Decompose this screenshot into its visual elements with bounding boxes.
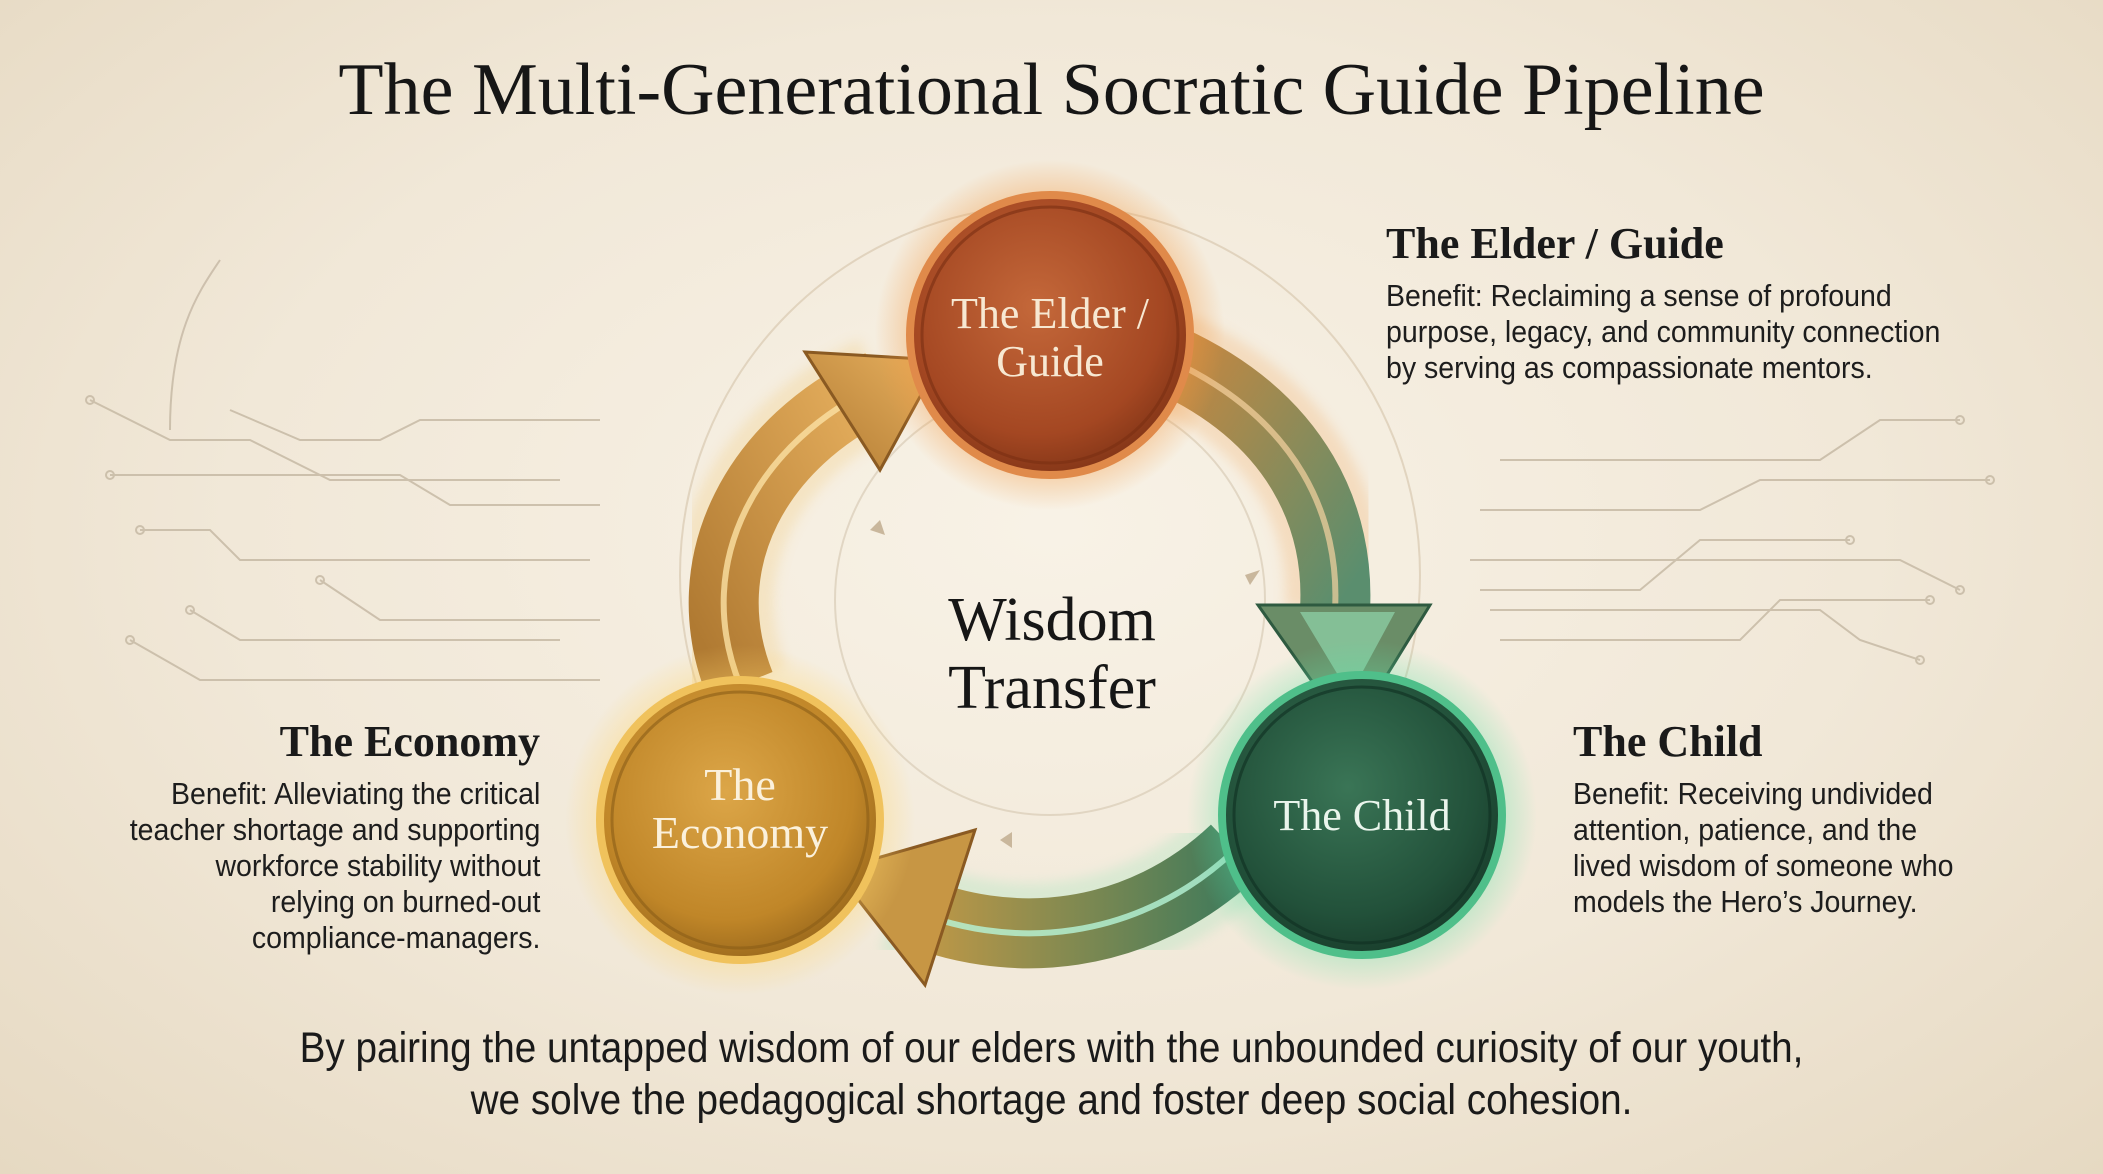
footer-line-2: we solve the pedagogical shortage and fo… [470,1076,1633,1124]
arrow-economy-to-elder [673,339,943,704]
node-child-label: The Child [1273,791,1450,840]
node-elder: The Elder / Guide [906,191,1194,479]
caption-elder-line-2: purpose, legacy, and community connectio… [1386,314,1941,349]
caption-economy-line-5: compliance-managers. [251,920,540,955]
circuit-lines-right [1470,415,1995,665]
node-economy-label-1: The [704,759,776,810]
caption-economy: The Economy Benefit: Alleviating the cri… [80,716,540,956]
caption-economy-line-1: Benefit: Alleviating the critical [170,776,540,811]
caption-elder: The Elder / Guide Benefit: Reclaiming a … [1386,218,1986,386]
circuit-lines-left [85,259,600,681]
caption-child-line-1: Benefit: Receiving undivided [1573,776,1933,811]
caption-elder-heading: The Elder / Guide [1386,219,1724,268]
node-economy: The Economy [596,676,884,964]
footer-line-1: By pairing the untapped wisdom of our el… [299,1024,1804,1072]
node-elder-label-2: Guide [996,337,1104,386]
caption-economy-line-4: relying on burned-out [270,884,540,919]
caption-child-heading: The Child [1573,717,1763,766]
caption-economy-heading: The Economy [279,717,540,766]
center-label-line2: Transfer [948,654,1156,722]
caption-child-line-2: attention, patience, and the [1573,812,1918,847]
caption-elder-line-3: by serving as compassionate mentors. [1386,350,1873,385]
node-elder-label-1: The Elder / [951,289,1150,338]
node-economy-label-2: Economy [652,807,828,858]
caption-elder-line-1: Benefit: Reclaiming a sense of profound [1386,278,1892,313]
inner-flow-arrows [870,520,1260,848]
caption-child: The Child Benefit: Receiving undivided a… [1573,716,2013,920]
page-title: The Multi-Generational Socratic Guide Pi… [338,49,1765,131]
center-label-line1: Wisdom [948,586,1156,654]
caption-child-line-4: models the Hero’s Journey. [1573,884,1918,919]
caption-economy-line-3: workforce stability without [215,848,540,883]
caption-child-line-3: lived wisdom of someone who [1573,848,1954,883]
node-child: The Child [1218,671,1506,959]
footer-summary: By pairing the untapped wisdom of our el… [0,1022,2103,1126]
caption-economy-line-2: teacher shortage and supporting [129,812,540,847]
